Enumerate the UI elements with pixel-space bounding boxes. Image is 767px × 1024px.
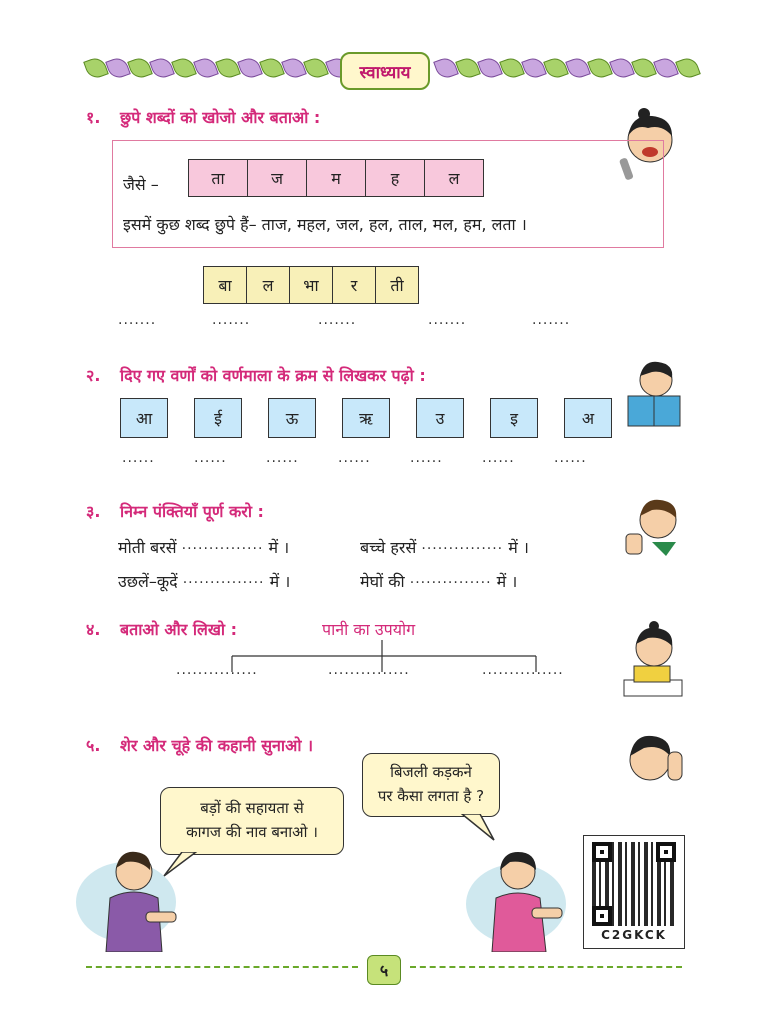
qr-finder (592, 842, 612, 862)
question-5-heading: ५. शेर और चूहे की कहानी सुनाओ । (86, 734, 313, 756)
line-end: में । (496, 572, 518, 591)
answer-blank[interactable]: ······· (118, 316, 157, 332)
word-cells: बा ल भा र ती (203, 266, 419, 304)
q3-line-3: उछलें–कूदें ··············· में । (118, 570, 290, 592)
girl-writing-illustration (620, 620, 686, 700)
answer-blank[interactable]: ······ (410, 454, 443, 470)
qr-finder (592, 906, 612, 926)
question-number: ४. (86, 620, 101, 639)
line-start: मोती बरसें (118, 538, 177, 557)
boy-thumbsup-illustration (622, 494, 684, 560)
question-4-heading: ४. बताओ और लिखो : (86, 618, 237, 640)
question-number: ३. (86, 502, 101, 521)
answer-blank[interactable]: ··············· (176, 666, 258, 682)
question-title: दिए गए वर्णों को वर्णमाला के क्रम से लिख… (120, 366, 426, 385)
header-leaf-border-right (433, 55, 701, 82)
answer-blank[interactable]: ······ (554, 454, 587, 470)
page-number: ५ (367, 955, 401, 985)
example-cell: ज (247, 159, 307, 197)
qr-code[interactable]: C2GKCK (583, 835, 685, 949)
header-leaf-border-left (83, 55, 351, 82)
q3-line-1: मोती बरसें ··············· में । (118, 536, 289, 558)
answer-blank[interactable]: ··············· (181, 541, 264, 557)
page-title: स्वाध्याय (340, 52, 430, 90)
answer-blank[interactable]: ··············· (328, 666, 410, 682)
question-2-heading: २. दिए गए वर्णों को वर्णमाला के क्रम से ल… (86, 364, 426, 386)
qr-code-label: C2GKCK (601, 928, 667, 942)
answer-blank[interactable]: ··············· (409, 575, 492, 591)
word-cell: र (332, 266, 376, 304)
bubble-tail (460, 814, 495, 841)
word-cell: ती (375, 266, 419, 304)
letter-box: ई (194, 398, 242, 438)
question-title: निम्न पंक्तियाँ पूर्ण करो : (120, 502, 264, 521)
line-start: मेघों की (360, 572, 405, 591)
answer-blank[interactable]: ······ (266, 454, 299, 470)
line-start: उछलें–कूदें (118, 572, 178, 591)
line-start: बच्चे हरसें (360, 538, 417, 557)
answer-blank[interactable]: ······ (122, 454, 155, 470)
boy-pointing-illustration (76, 842, 186, 953)
line-end: में । (268, 538, 290, 557)
water-use-label: पानी का उपयोग (322, 620, 416, 639)
letter-boxes: आ ई ऊ ऋ उ इ अ (120, 398, 612, 438)
answer-blank[interactable]: ··············· (421, 541, 504, 557)
line-end: में । (508, 538, 529, 557)
example-cell: म (306, 159, 366, 197)
q3-line-2: बच्चे हरसें ··············· में । (360, 536, 529, 558)
q3-line-4: मेघों की ··············· में । (360, 570, 517, 592)
girl-reading-illustration (622, 358, 686, 432)
answer-blank[interactable]: ······ (338, 454, 371, 470)
answer-blank[interactable]: ······· (212, 316, 251, 332)
question-number: १. (86, 108, 101, 127)
boy-listening-illustration (620, 728, 686, 796)
question-1-heading: १. छुपे शब्दों को खोजो और बताओ : (86, 106, 320, 128)
answer-blank[interactable]: ······· (318, 316, 357, 332)
letter-box: उ (416, 398, 464, 438)
example-box: जैसे – ता ज म ह ल इसमें कुछ शब्द छुपे है… (112, 140, 664, 248)
qr-finder (656, 842, 676, 862)
example-cell: ह (365, 159, 425, 197)
letter-box: ऊ (268, 398, 316, 438)
question-title: बताओ और लिखो : (120, 620, 238, 639)
hidden-words-line: इसमें कुछ शब्द छुपे हैं– ताज, महल, जल, ह… (123, 215, 527, 234)
girl-speech-bubble: बिजली कड़कने पर कैसा लगता है ? (362, 753, 500, 817)
answer-blank[interactable]: ······ (482, 454, 515, 470)
letter-box: इ (490, 398, 538, 438)
example-cells: ता ज म ह ल (188, 159, 484, 197)
example-cell: ल (424, 159, 484, 197)
letter-box: ऋ (342, 398, 390, 438)
footer-vine-right (410, 966, 682, 974)
question-number: २. (86, 366, 101, 385)
question-title: छुपे शब्दों को खोजो और बताओ : (120, 108, 321, 127)
q2-blanks: ······ ······ ······ ······ ······ ·····… (122, 454, 600, 470)
girl-pointing-illustration (466, 844, 576, 953)
question-title: शेर और चूहे की कहानी सुनाओ । (120, 736, 314, 755)
branch-connector (231, 640, 537, 672)
bubble-tail (163, 852, 198, 877)
answer-blank[interactable]: ······· (428, 316, 467, 332)
word-cell: बा (203, 266, 247, 304)
word-cell: ल (246, 266, 290, 304)
example-cell: ता (188, 159, 248, 197)
question-3-heading: ३. निम्न पंक्तियाँ पूर्ण करो : (86, 500, 264, 522)
question-number: ५. (86, 736, 101, 755)
example-label: जैसे – (123, 175, 159, 194)
answer-blank[interactable]: ······· (532, 316, 571, 332)
line-end: में । (269, 572, 291, 591)
word-cell: भा (289, 266, 333, 304)
answer-blank[interactable]: ··············· (482, 666, 564, 682)
letter-box: आ (120, 398, 168, 438)
footer-vine-left (86, 966, 358, 974)
letter-box: अ (564, 398, 612, 438)
answer-blank[interactable]: ······ (194, 454, 227, 470)
boy-speech-bubble: बड़ों की सहायता से कागज की नाव बनाओ । (160, 787, 344, 855)
answer-blank[interactable]: ··············· (182, 575, 265, 591)
